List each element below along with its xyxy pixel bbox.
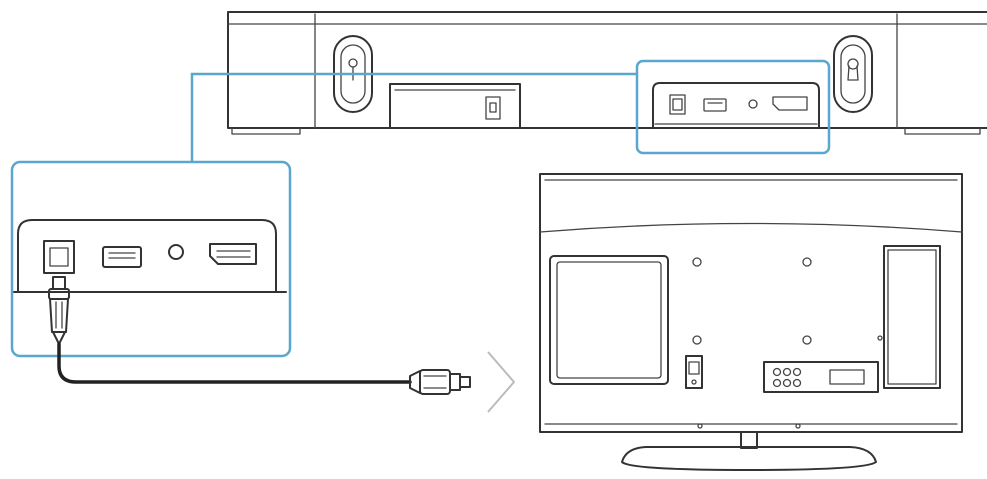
highlight-callout <box>10 59 831 358</box>
tv-switch-icon <box>685 355 703 389</box>
optical-plug-soundbar-icon <box>48 276 70 345</box>
soundbar-port-panel-zoomed <box>13 219 287 293</box>
usb-port-icon <box>102 246 142 268</box>
hdmi-port-icon <box>209 243 257 265</box>
callout-connector <box>190 72 637 162</box>
tv <box>539 173 963 471</box>
callout-large-frame <box>10 160 292 358</box>
wall-mount-keyhole-right-icon <box>833 35 873 113</box>
chevron-right-icon <box>487 351 515 413</box>
tv-stand <box>621 431 877 471</box>
optical-plug-tv-icon <box>409 369 471 395</box>
soundbar <box>227 11 987 135</box>
optical-port-icon <box>43 240 75 274</box>
power-panel <box>389 83 521 129</box>
callout-small-frame <box>635 59 831 155</box>
tv-input-panel <box>763 361 879 393</box>
optical-cable <box>48 276 471 395</box>
vesa-mount-holes <box>692 257 812 345</box>
aux-port-icon <box>168 244 184 260</box>
soundbar-port-panel-small <box>652 82 820 129</box>
